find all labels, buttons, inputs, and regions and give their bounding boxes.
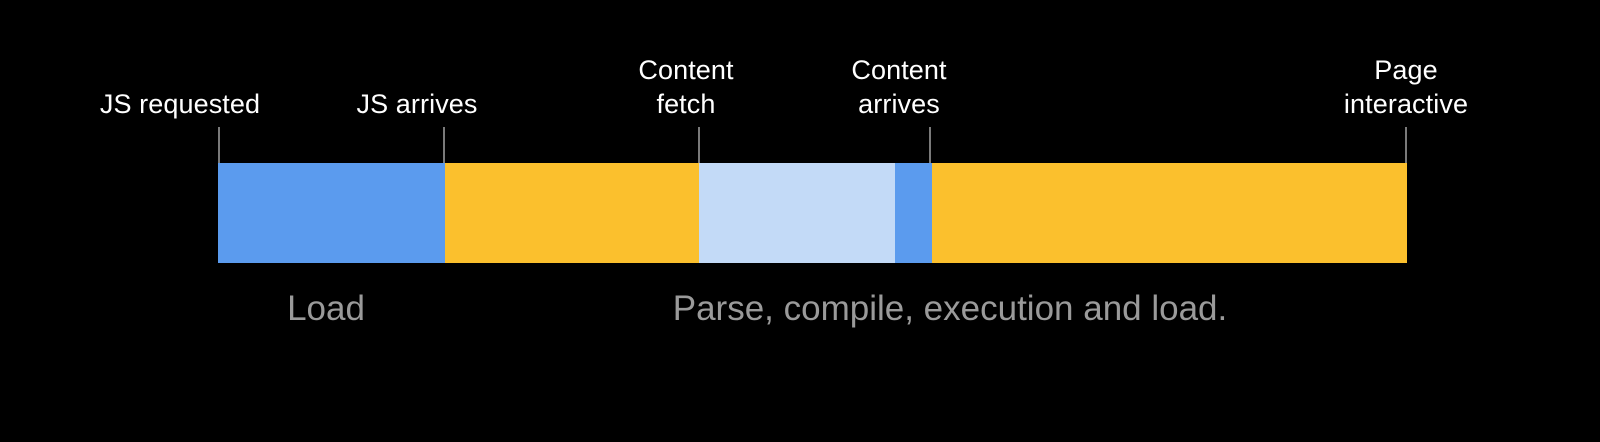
segment-content-process — [932, 163, 1407, 263]
caption-parse: Parse, compile, execution and load. — [672, 289, 1228, 328]
timeline-bar — [218, 163, 1407, 263]
marker-label-js-arrives: JS arrives — [356, 89, 478, 119]
marker-label-js-requested: JS requested — [99, 89, 261, 119]
segment-js-download — [218, 163, 445, 263]
marker-label-page-interactive: Page interactive — [1343, 55, 1469, 119]
segment-content-download — [895, 163, 932, 263]
marker-label-content-arrives: Content arrives — [851, 55, 947, 119]
segment-js-parse-compile-execute — [445, 163, 699, 263]
tick-line-content-fetch — [698, 127, 700, 163]
tick-line-page-interactive — [1405, 127, 1407, 163]
caption-load: Load — [287, 289, 365, 328]
segment-content-fetch-wait — [699, 163, 895, 263]
tick-line-js-arrives — [443, 127, 445, 163]
tick-line-content-arrives — [929, 127, 931, 163]
marker-label-content-fetch: Content fetch — [638, 55, 734, 119]
tick-line-js-requested — [218, 127, 220, 163]
